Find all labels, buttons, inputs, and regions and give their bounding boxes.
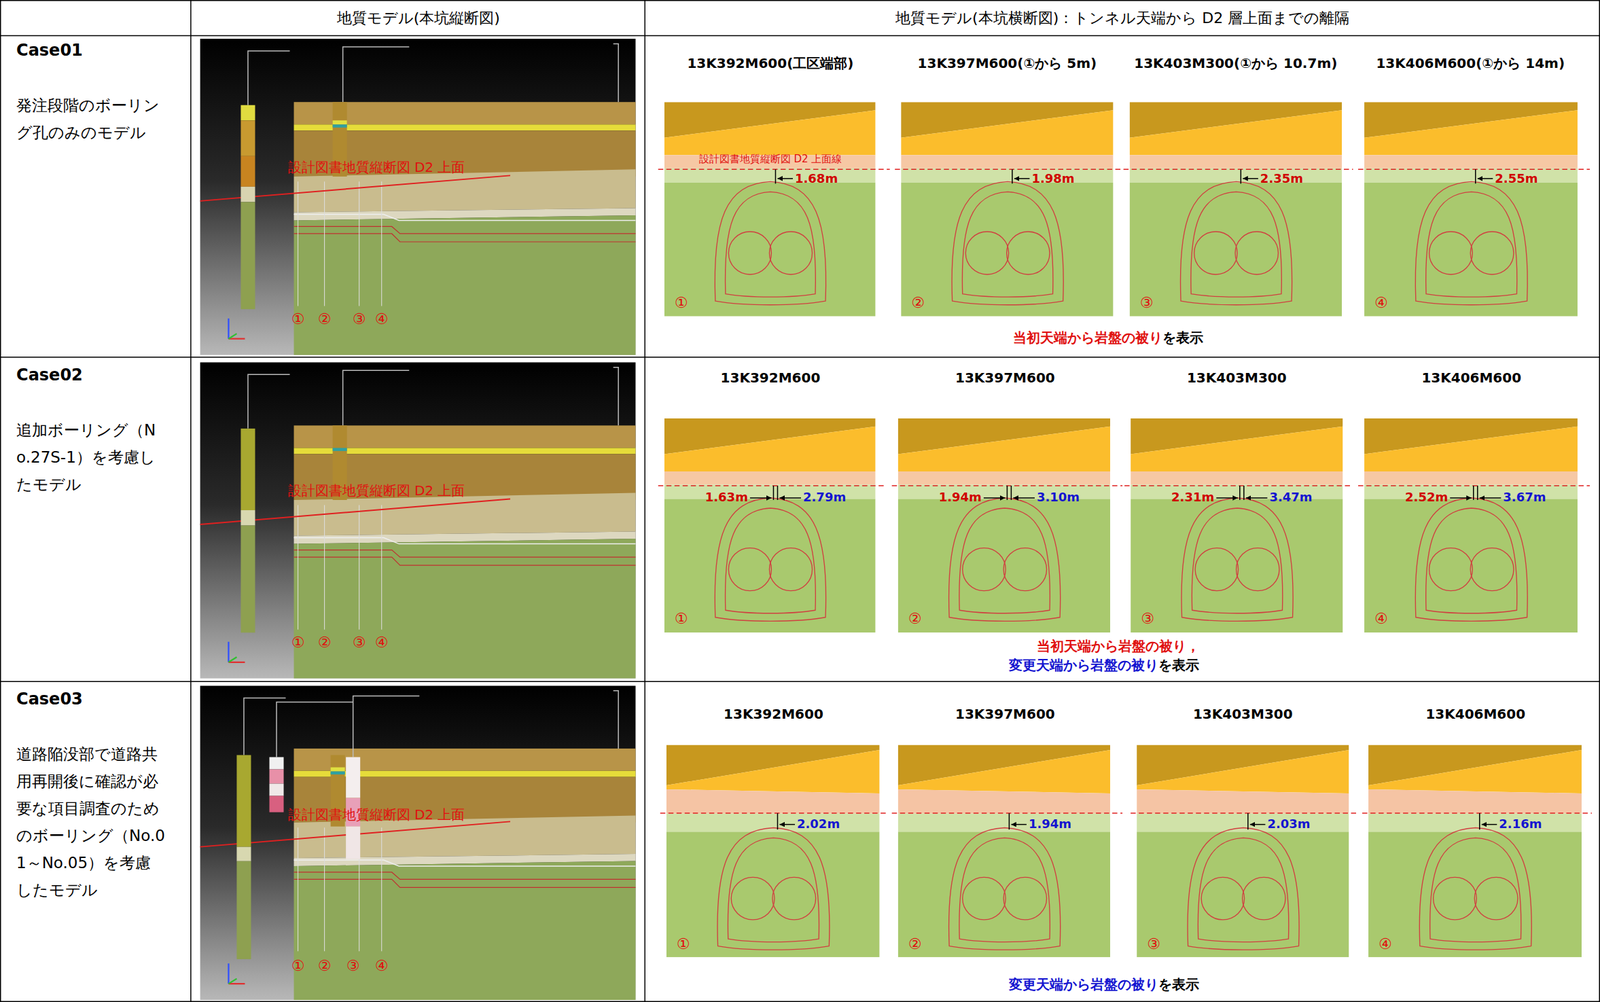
- dimension-value: 2.35m: [1260, 171, 1304, 187]
- station-title: 13K406M600(①から 14m): [1375, 55, 1565, 72]
- dimension-arrow: [750, 169, 1501, 830]
- cross-section: [664, 101, 1582, 958]
- dimension-value: 3.47m: [1269, 489, 1312, 505]
- dimension-value: 3.10m: [1036, 489, 1080, 505]
- dimension-value: 1.94m: [1028, 816, 1072, 832]
- footnote: を表示: [1158, 656, 1200, 674]
- footnote: 変更天端から岩盤の被り: [1008, 976, 1159, 993]
- footnote: 当初天端から岩盤の被り: [1012, 329, 1163, 346]
- boundary-label: 設計図書地質縦断図 D2 上面: [288, 806, 466, 823]
- footnote: を表示: [1158, 976, 1200, 993]
- section-number: ④: [375, 633, 389, 652]
- station-title: 13K403M300: [1186, 369, 1287, 386]
- dimension-value: 1.63m: [705, 489, 749, 505]
- station-title: 13K392M600: [720, 369, 821, 386]
- station-title: 13K397M600: [955, 705, 1056, 723]
- section-number: ④: [1374, 294, 1389, 312]
- longitudinal-model: [199, 38, 636, 1001]
- section-number: ①: [291, 957, 306, 975]
- section-number: ②: [317, 633, 332, 652]
- section-number: ①: [674, 610, 689, 628]
- section-number: ③: [352, 633, 367, 652]
- column-header: 地質モデル(本坑横断図)：トンネル天端から D2 層上面までの離隔: [895, 9, 1350, 28]
- case-id: Case03: [16, 689, 83, 710]
- section-number: ③: [1140, 610, 1155, 628]
- section-number: ④: [1374, 610, 1389, 628]
- section-number: ③: [1146, 935, 1161, 954]
- dimension-value: 2.79m: [803, 489, 846, 505]
- station-title: 13K403M300(①から 10.7m): [1133, 55, 1338, 72]
- section-number: ④: [375, 310, 389, 329]
- section-number: ②: [317, 957, 332, 975]
- column-header: 地質モデル(本坑縦断図): [336, 9, 501, 28]
- dimension-value: 2.03m: [1267, 816, 1310, 832]
- section-number: ③: [352, 310, 367, 329]
- station-title: 13K392M600(工区端部): [686, 55, 854, 72]
- section-number: ②: [908, 610, 922, 628]
- station-title: 13K397M600(①から 5m): [917, 55, 1098, 72]
- dimension-value: 2.02m: [796, 816, 840, 832]
- d2-top-dashed-line: [658, 169, 1592, 814]
- station-title: 13K406M600: [1425, 705, 1526, 723]
- boundary-label: 設計図書地質縦断図 D2 上面: [288, 482, 466, 499]
- footnote-line: 変更天端から岩盤の被りを表示: [1008, 656, 1200, 674]
- dimension-value: 1.94m: [938, 489, 982, 505]
- section-number: ④: [375, 957, 389, 975]
- footnote: を表示: [1162, 329, 1204, 346]
- section-number: ②: [911, 294, 925, 312]
- case-id: Case01: [16, 40, 83, 61]
- station-title: 13K392M600: [723, 705, 824, 723]
- section-number: ①: [291, 310, 306, 329]
- boundary-label: 設計図書地質縦断図 D2 上面: [288, 158, 466, 176]
- case-description: 発注段階のボーリング孔のみのモデル: [16, 91, 168, 147]
- case-description: 追加ボーリング（No.27S-1）を考慮したモデル: [16, 416, 168, 499]
- section-number: ①: [676, 935, 691, 954]
- dimension-value: 3.67m: [1502, 489, 1546, 505]
- footnote-line: 当初天端から岩盤の被りを表示: [1012, 329, 1204, 346]
- dimension-value: 2.31m: [1171, 489, 1215, 505]
- borehole-case03: [236, 695, 420, 960]
- section-number: ②: [317, 310, 332, 329]
- footnote: 当初天端から岩盤の被り，: [1036, 637, 1200, 655]
- dimension-value: 2.16m: [1498, 816, 1542, 832]
- footnote: 変更天端から岩盤の被り: [1008, 656, 1159, 674]
- footnote-line: 変更天端から岩盤の被りを表示: [1008, 976, 1200, 993]
- section-number: ②: [908, 935, 922, 954]
- case-id: Case02: [16, 365, 83, 386]
- section-number: ④: [1378, 935, 1393, 954]
- station-title: 13K406M600: [1421, 369, 1522, 386]
- borehole-case02: [240, 370, 410, 633]
- station-title: 13K397M600: [955, 369, 1056, 386]
- case-description: 道路陥没部で道路共用再開後に確認が必要な項目調査のためのボーリング（No.01～…: [16, 740, 168, 904]
- dimension-value: 2.55m: [1494, 171, 1538, 187]
- section-number: ①: [291, 633, 306, 652]
- section-number: ①: [674, 294, 689, 312]
- dimension-value: 1.68m: [794, 171, 838, 187]
- section-number: ③: [346, 957, 361, 975]
- section-number: ③: [1140, 294, 1154, 312]
- station-title: 13K403M300: [1193, 705, 1293, 723]
- dimension-value: 1.98m: [1031, 171, 1075, 187]
- borehole-case01: [240, 46, 410, 310]
- boundary-label: 設計図書地質縦断図 D2 上面線: [699, 152, 843, 166]
- dimension-value: 2.52m: [1405, 489, 1448, 505]
